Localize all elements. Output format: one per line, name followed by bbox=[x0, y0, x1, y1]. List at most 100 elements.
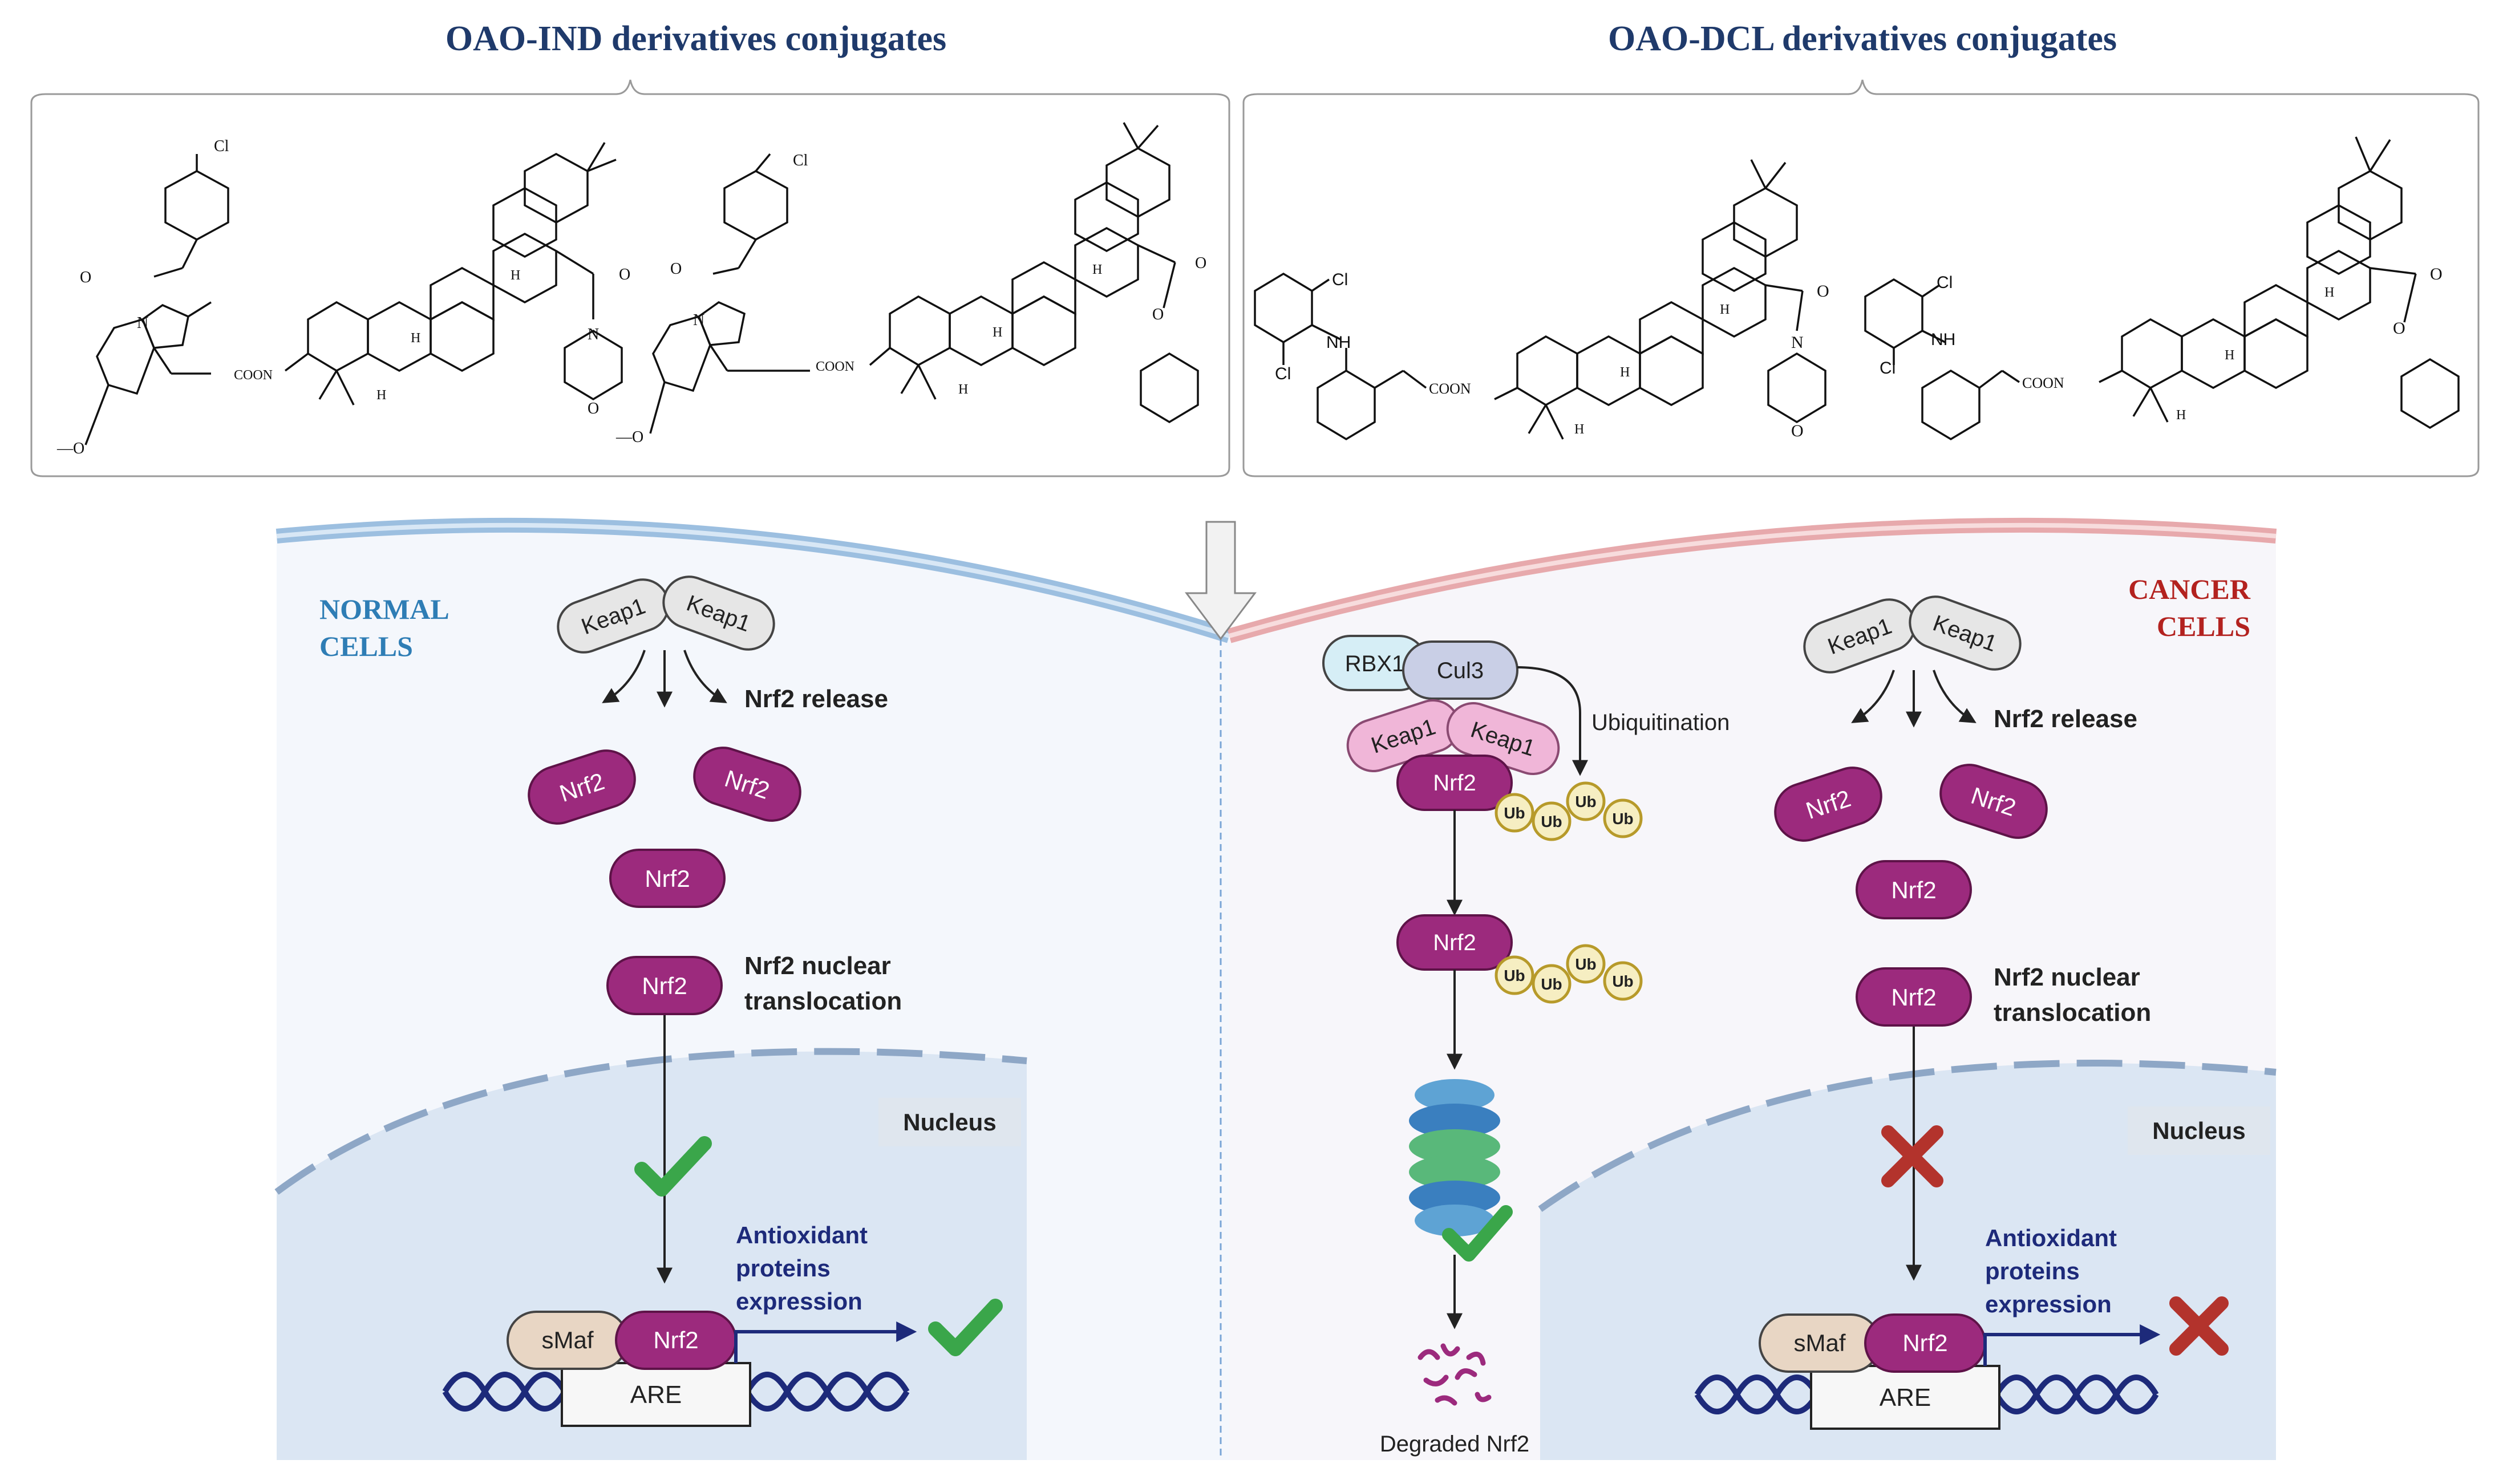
ub-label: Ub bbox=[1575, 955, 1596, 973]
normal-nrf2-1: Nrf2 bbox=[528, 749, 636, 825]
coon-label: COON bbox=[816, 359, 854, 374]
cancer-expr-line3: expression bbox=[1985, 1291, 2112, 1317]
coon-label: COON bbox=[2022, 375, 2064, 391]
nrf2-label: Nrf2 bbox=[1433, 771, 1476, 796]
o-label: O bbox=[1817, 282, 1829, 301]
cancer-expr-line1: Antioxidant bbox=[1985, 1224, 2117, 1251]
cancer-translocation-line1: Nrf2 nuclear bbox=[1994, 963, 2140, 991]
structure-ind-morpholine-labels: Cl O N COON —O H H H O N O bbox=[56, 137, 630, 457]
ub-label: Ub bbox=[1504, 804, 1525, 822]
cancer-nrf2-release: Nrf2 release bbox=[1994, 705, 2137, 733]
nrf2-label: Nrf2 bbox=[642, 972, 687, 999]
nrf2-label: Nrf2 bbox=[1891, 877, 1936, 903]
o-label: O bbox=[588, 400, 599, 417]
nrf2-label: Nrf2 bbox=[1891, 984, 1936, 1011]
o-label: O bbox=[2393, 319, 2405, 338]
cancer-keap1-right: Keap1 bbox=[1909, 595, 2022, 671]
cl-label: Cl bbox=[1275, 364, 1291, 383]
structure-dcl-morpholine-labels: Cl NH Cl COON H H H O N O bbox=[1275, 270, 1829, 440]
n-label: N bbox=[1791, 333, 1804, 352]
cancer-keap1-left: Keap1 bbox=[1803, 598, 1916, 674]
o-label: O bbox=[670, 260, 682, 278]
cl-label: Cl bbox=[214, 137, 229, 155]
cancer-nucleus-envelope bbox=[1538, 1060, 2277, 1212]
o-label: O bbox=[619, 266, 630, 283]
structure-dcl-morpholine bbox=[1254, 159, 1826, 441]
normal-expression-arrow bbox=[734, 1321, 917, 1363]
normal-nrf2-4: Nrf2 bbox=[606, 956, 723, 1015]
cancer-label-line1: CANCER bbox=[2128, 573, 2251, 605]
right-title: OAO-DCL derivatives conjugates bbox=[1608, 19, 2117, 58]
central-down-arrow bbox=[1185, 521, 1257, 640]
degraded-label: Degraded Nrf2 bbox=[1380, 1432, 1529, 1457]
ub-label: Ub bbox=[1541, 813, 1562, 830]
h-label: H bbox=[1574, 422, 1584, 437]
methoxy-label: —O bbox=[615, 428, 643, 446]
normal-are-label: ARE bbox=[630, 1381, 682, 1409]
cancer-release-arrow-left bbox=[1851, 670, 1895, 723]
normal-nrf2-2: Nrf2 bbox=[693, 747, 801, 822]
structure-ind-morpholine bbox=[84, 142, 623, 445]
normal-translocation-line2: translocation bbox=[744, 987, 902, 1015]
ubiquitination-arrow bbox=[1517, 666, 1588, 776]
normal-dna bbox=[442, 1372, 910, 1412]
cancer-dna bbox=[1694, 1374, 2159, 1414]
o-label: O bbox=[1195, 254, 1206, 272]
h-label: H bbox=[2324, 285, 2334, 300]
normal-check-icon bbox=[634, 1136, 712, 1197]
structure-dcl-benzyl bbox=[1864, 136, 2460, 441]
cancer-label-line2: CELLS bbox=[2157, 610, 2250, 642]
cancer-nucleus-label: Nucleus bbox=[2152, 1117, 2245, 1144]
ubiquitination-label: Ubiquitination bbox=[1591, 710, 1730, 735]
left-title: OAO-IND derivatives conjugates bbox=[445, 19, 946, 58]
right-bracket bbox=[1242, 79, 2480, 477]
release-arrow-left bbox=[602, 650, 646, 703]
h-label: H bbox=[1092, 262, 1102, 277]
o-label: O bbox=[2430, 265, 2443, 283]
cancer-are-box bbox=[1810, 1365, 2000, 1430]
rbx1-label: RBX1 bbox=[1345, 651, 1405, 676]
cancer-smaf-label: sMaf bbox=[1793, 1329, 1845, 1356]
h-label: H bbox=[511, 268, 520, 283]
normal-label-line1: NORMAL bbox=[319, 593, 449, 625]
structure-ind-benzyl-labels: Cl O N COON —O H H H O O bbox=[615, 152, 1206, 446]
ub-label: Ub bbox=[1612, 810, 1633, 828]
normal-nucleus-envelope bbox=[274, 1048, 1027, 1195]
methoxy-label: —O bbox=[56, 440, 84, 457]
coon-label: COON bbox=[1429, 380, 1471, 397]
cl-label: Cl bbox=[1937, 273, 1953, 292]
normal-label-line2: CELLS bbox=[319, 630, 413, 662]
ub-chain-1: Ub Ub Ub Ub bbox=[1495, 781, 1643, 841]
ub-chain-2: Ub Ub Ub Ub bbox=[1495, 944, 1643, 1004]
cancer-expr-cross-icon bbox=[2169, 1296, 2229, 1356]
cancer-nrf2-1: Nrf2 bbox=[1774, 767, 1882, 842]
ub-label: Ub bbox=[1575, 793, 1596, 810]
n-label: N bbox=[588, 326, 599, 343]
h-label: H bbox=[2225, 348, 2234, 363]
cancer-expression-arrow bbox=[1983, 1324, 2161, 1366]
normal-keap1-right: Keap1 bbox=[662, 575, 775, 651]
h-label: H bbox=[2176, 408, 2186, 423]
cancer-nrf2-bound-label: Nrf2 bbox=[1902, 1329, 1947, 1356]
h-label: H bbox=[376, 388, 386, 403]
n-label: N bbox=[137, 314, 148, 332]
cl-label: Cl bbox=[793, 152, 808, 169]
h-label: H bbox=[411, 331, 420, 346]
cancer-nucleus bbox=[1540, 1063, 2276, 1460]
cancer-nrf2-4: Nrf2 bbox=[1856, 967, 1972, 1027]
cancer-nrf2-3: Nrf2 bbox=[1856, 860, 1972, 919]
cancer-release-arrow-right bbox=[1933, 670, 1977, 723]
cul3 bbox=[1402, 640, 1518, 700]
nh-label: NH bbox=[1326, 333, 1351, 352]
coon-label: COON bbox=[234, 368, 273, 383]
o-label: O bbox=[80, 269, 91, 286]
normal-are-box bbox=[561, 1362, 751, 1427]
h-label: H bbox=[958, 382, 968, 397]
normal-membrane-inner bbox=[276, 522, 1230, 638]
o-label: O bbox=[1791, 421, 1804, 440]
cancer-are-label: ARE bbox=[1880, 1384, 1931, 1412]
normal-nucleus bbox=[277, 1051, 1027, 1460]
cancer-nrf2-2: Nrf2 bbox=[1939, 764, 2048, 839]
nrf2-label: Nrf2 bbox=[1433, 930, 1476, 955]
normal-translocation-line1: Nrf2 nuclear bbox=[744, 952, 891, 980]
